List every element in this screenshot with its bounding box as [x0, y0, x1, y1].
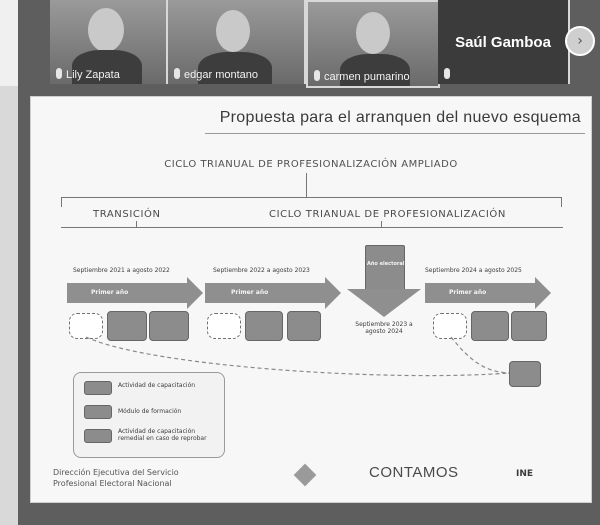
- mic-icon: [174, 68, 180, 79]
- arrow-tip: [535, 277, 551, 309]
- mic-icon: [56, 68, 62, 79]
- training-activity-box: [107, 311, 147, 341]
- legend-text: Actividad de capacitación remedial en ca…: [118, 428, 207, 442]
- arrow-label: Primer año: [449, 289, 487, 296]
- active-speaker-tile[interactable]: Saúl Gamboa: [438, 0, 570, 84]
- bracket: [61, 227, 211, 228]
- remedial-activity-box: [207, 313, 241, 339]
- participant-tile[interactable]: carmen pumarino: [306, 0, 440, 88]
- bracket: [561, 197, 562, 207]
- legend-swatch: [84, 405, 112, 419]
- period-dates: Septiembre 2021 a agosto 2022: [73, 267, 170, 274]
- phase-arrow: [205, 283, 325, 303]
- slide-title: Propuesta para el arranquen del nuevo es…: [219, 109, 581, 126]
- training-module-box: [287, 311, 321, 341]
- connector: [306, 173, 307, 197]
- phase-arrow: [67, 283, 187, 303]
- arrow-label: Primer año: [91, 289, 129, 296]
- section-transition: TRANSICIÓN: [93, 209, 161, 220]
- phase-arrow: [425, 283, 535, 303]
- election-year-arrow: [365, 245, 405, 291]
- bracket: [203, 227, 563, 228]
- period-dates: Septiembre 2022 a agosto 2023: [213, 267, 310, 274]
- title-rule: [205, 133, 585, 134]
- period-dates: Septiembre 2023 a agosto 2024: [355, 321, 413, 335]
- shared-slide: Propuesta para el arranquen del nuevo es…: [30, 96, 592, 503]
- remedial-activity-box: [433, 313, 467, 339]
- footer-brand: CONTAMOS: [369, 464, 459, 481]
- participant-tile[interactable]: edgar montano: [168, 0, 306, 84]
- participant-name: carmen pumarino: [324, 71, 410, 83]
- remedial-activity-box: [69, 313, 103, 339]
- dashed-connector: [85, 336, 510, 377]
- bracket: [136, 221, 137, 227]
- training-module-box: [511, 311, 547, 341]
- legend-swatch: [84, 381, 112, 395]
- period-dates: Septiembre 2024 a agosto 2025: [425, 267, 522, 274]
- mic-icon: [314, 70, 320, 81]
- legend-text: Módulo de formación: [118, 408, 182, 415]
- arrow-label: Primer año: [231, 289, 269, 296]
- ine-logo: INE: [516, 469, 534, 479]
- diamond-logo-icon: [293, 463, 317, 487]
- section-cycle: CICLO TRIANUAL DE PROFESIONALIZACIÓN: [269, 209, 506, 220]
- bracket: [61, 197, 561, 198]
- mic-icon: [444, 68, 450, 79]
- legend: Actividad de capacitación Módulo de form…: [73, 372, 225, 458]
- bracket: [381, 221, 382, 227]
- remedial-target-box: [509, 361, 541, 387]
- participant-tile[interactable]: Lily Zapata: [50, 0, 168, 84]
- training-activity-box: [245, 311, 283, 341]
- training-activity-box: [471, 311, 509, 341]
- arrow-tip: [187, 277, 203, 309]
- arrow-tip: [325, 277, 341, 309]
- legend-text: Actividad de capacitación: [118, 382, 196, 389]
- arrow-tip: [347, 289, 421, 317]
- participant-name: edgar montano: [184, 69, 258, 81]
- bracket: [61, 197, 62, 207]
- footer-org: Dirección Ejecutiva del Servicio Profesi…: [53, 468, 179, 488]
- legend-swatch: [84, 429, 112, 443]
- speaker-name: Saúl Gamboa: [455, 34, 551, 51]
- chevron-right-icon[interactable]: ›: [565, 26, 595, 56]
- arrow-label: Año electoral: [367, 261, 405, 267]
- participant-name: Lily Zapata: [66, 69, 120, 81]
- training-module-box: [149, 311, 189, 341]
- main-title: CICLO TRIANUAL DE PROFESIONALIZACIÓN AMP…: [164, 159, 458, 170]
